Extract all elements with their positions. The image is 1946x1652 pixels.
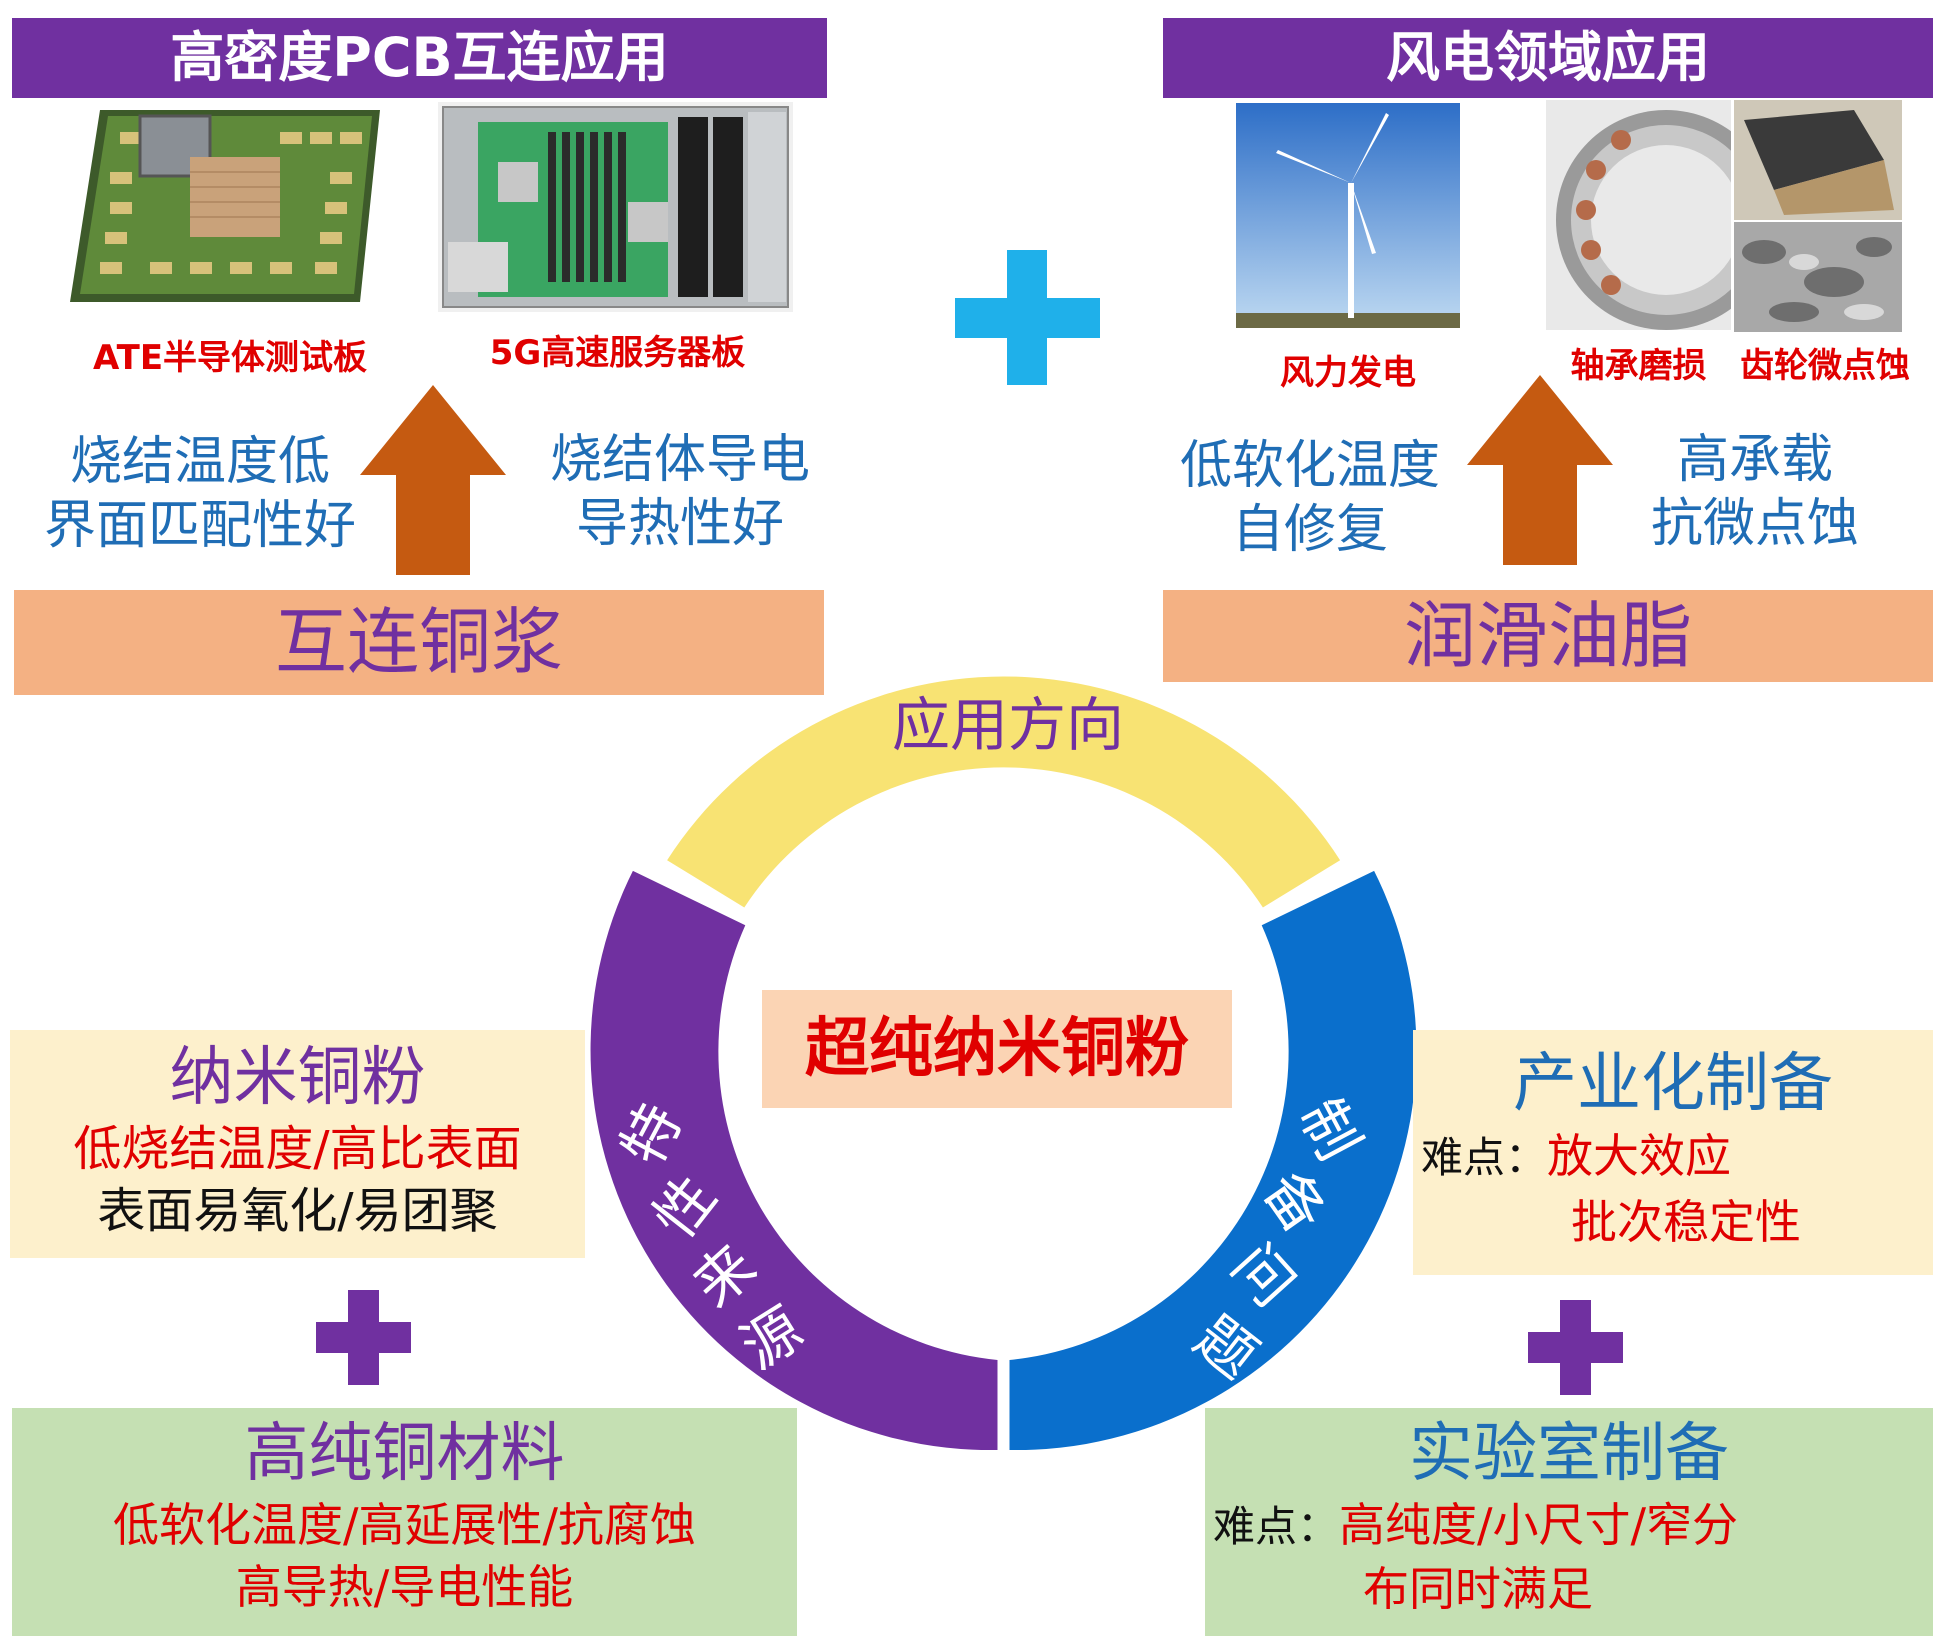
industrial-preparation-box: 产业化制备 难点：放大效应 批次稳定性 xyxy=(1413,1030,1933,1275)
preparation-problem-char: 制 xyxy=(1285,1087,1374,1171)
lab-difficulty-line2: 布同时满足 xyxy=(1363,1562,1593,1616)
industrial-difficulty-line1: 放大效应 xyxy=(1547,1129,1732,1183)
up-arrow-icon xyxy=(1467,375,1613,565)
nano-copper-title: 纳米铜粉 xyxy=(169,1041,426,1115)
high-purity-copper-line2: 高导热/导电性能 xyxy=(235,1560,574,1614)
pcb-test-board-image xyxy=(60,102,400,312)
nano-copper-line1: 低烧结温度/高比表面 xyxy=(73,1121,522,1177)
lab-preparation-title: 实验室制备 xyxy=(1409,1417,1729,1491)
softening-text-line2: 自修复 xyxy=(1231,500,1388,560)
application-direction-label: 应用方向 xyxy=(891,691,1124,759)
server-board-image xyxy=(438,102,793,312)
property-source-char: 特 xyxy=(607,1092,696,1176)
plus-icon xyxy=(316,1290,411,1385)
property-source-segment xyxy=(590,870,998,1451)
pcb-application-header: 高密度PCB互连应用 xyxy=(12,18,827,98)
gear-pitting-top-image xyxy=(1734,100,1902,220)
sintering-text-line2: 界面匹配性好 xyxy=(43,496,356,556)
lab-difficulty-line1: 高纯度/小尺寸/窄分 xyxy=(1339,1498,1739,1552)
gear-pitting-caption: 齿轮微点蚀 xyxy=(1740,346,1910,386)
lab-difficulty-prefix: 难点： xyxy=(1213,1502,1340,1551)
server-board-caption: 5G高速服务器板 xyxy=(489,333,746,373)
bearing-wear-caption: 轴承磨损 xyxy=(1570,346,1707,386)
high-purity-copper-title: 高纯铜材料 xyxy=(244,1417,565,1491)
gear-pitting-micro-image xyxy=(1734,222,1902,332)
plus-icon xyxy=(955,250,1100,385)
high-purity-copper-box: 高纯铜材料 低软化温度/高延展性/抗腐蚀 高导热/导电性能 xyxy=(12,1408,797,1636)
industrial-difficulty-prefix: 难点： xyxy=(1421,1133,1548,1182)
preparation-problem-char: 备 xyxy=(1250,1158,1340,1246)
lab-preparation-box: 实验室制备 难点：高纯度/小尺寸/窄分 布同时满足 xyxy=(1205,1408,1933,1636)
sintering-text-line1: 烧结温度低 xyxy=(69,432,330,492)
industrial-difficulty-line2: 批次稳定性 xyxy=(1571,1195,1801,1249)
copper-paste-bar: 互连铜浆 xyxy=(14,590,824,695)
wind-turbine-image xyxy=(1236,103,1460,328)
ultrapure-nano-copper-label: 超纯纳米铜粉 xyxy=(762,990,1232,1108)
nano-copper-box: 纳米铜粉 低烧结温度/高比表面 表面易氧化/易团聚 xyxy=(10,1030,585,1258)
application-direction-segment xyxy=(667,676,1341,908)
load-text-line2: 抗微点蚀 xyxy=(1650,494,1859,554)
nano-copper-line2: 表面易氧化/易团聚 xyxy=(97,1183,498,1239)
preparation-problem-label: 制 备 问 题 xyxy=(1150,1065,1380,1395)
conductivity-text-line2: 导热性好 xyxy=(575,494,784,554)
high-purity-copper-line1: 低软化温度/高延展性/抗腐蚀 xyxy=(113,1498,696,1552)
plus-icon xyxy=(1528,1300,1623,1395)
wind-application-header: 风电领域应用 xyxy=(1163,18,1933,98)
conductivity-text-line1: 烧结体导电 xyxy=(549,430,810,490)
industrial-preparation-title: 产业化制备 xyxy=(1513,1047,1833,1121)
preparation-problem-segment xyxy=(1009,870,1417,1451)
wind-power-caption: 风力发电 xyxy=(1280,353,1416,393)
lubricating-grease-bar: 润滑油脂 xyxy=(1163,590,1933,682)
property-source-label: 特 性 来 源 xyxy=(600,1070,830,1390)
load-text-line1: 高承载 xyxy=(1676,430,1833,490)
bearing-image xyxy=(1546,100,1731,330)
ate-board-caption: ATE半导体测试板 xyxy=(92,338,368,378)
up-arrow-icon xyxy=(360,385,506,575)
softening-text-line1: 低软化温度 xyxy=(1179,436,1440,496)
